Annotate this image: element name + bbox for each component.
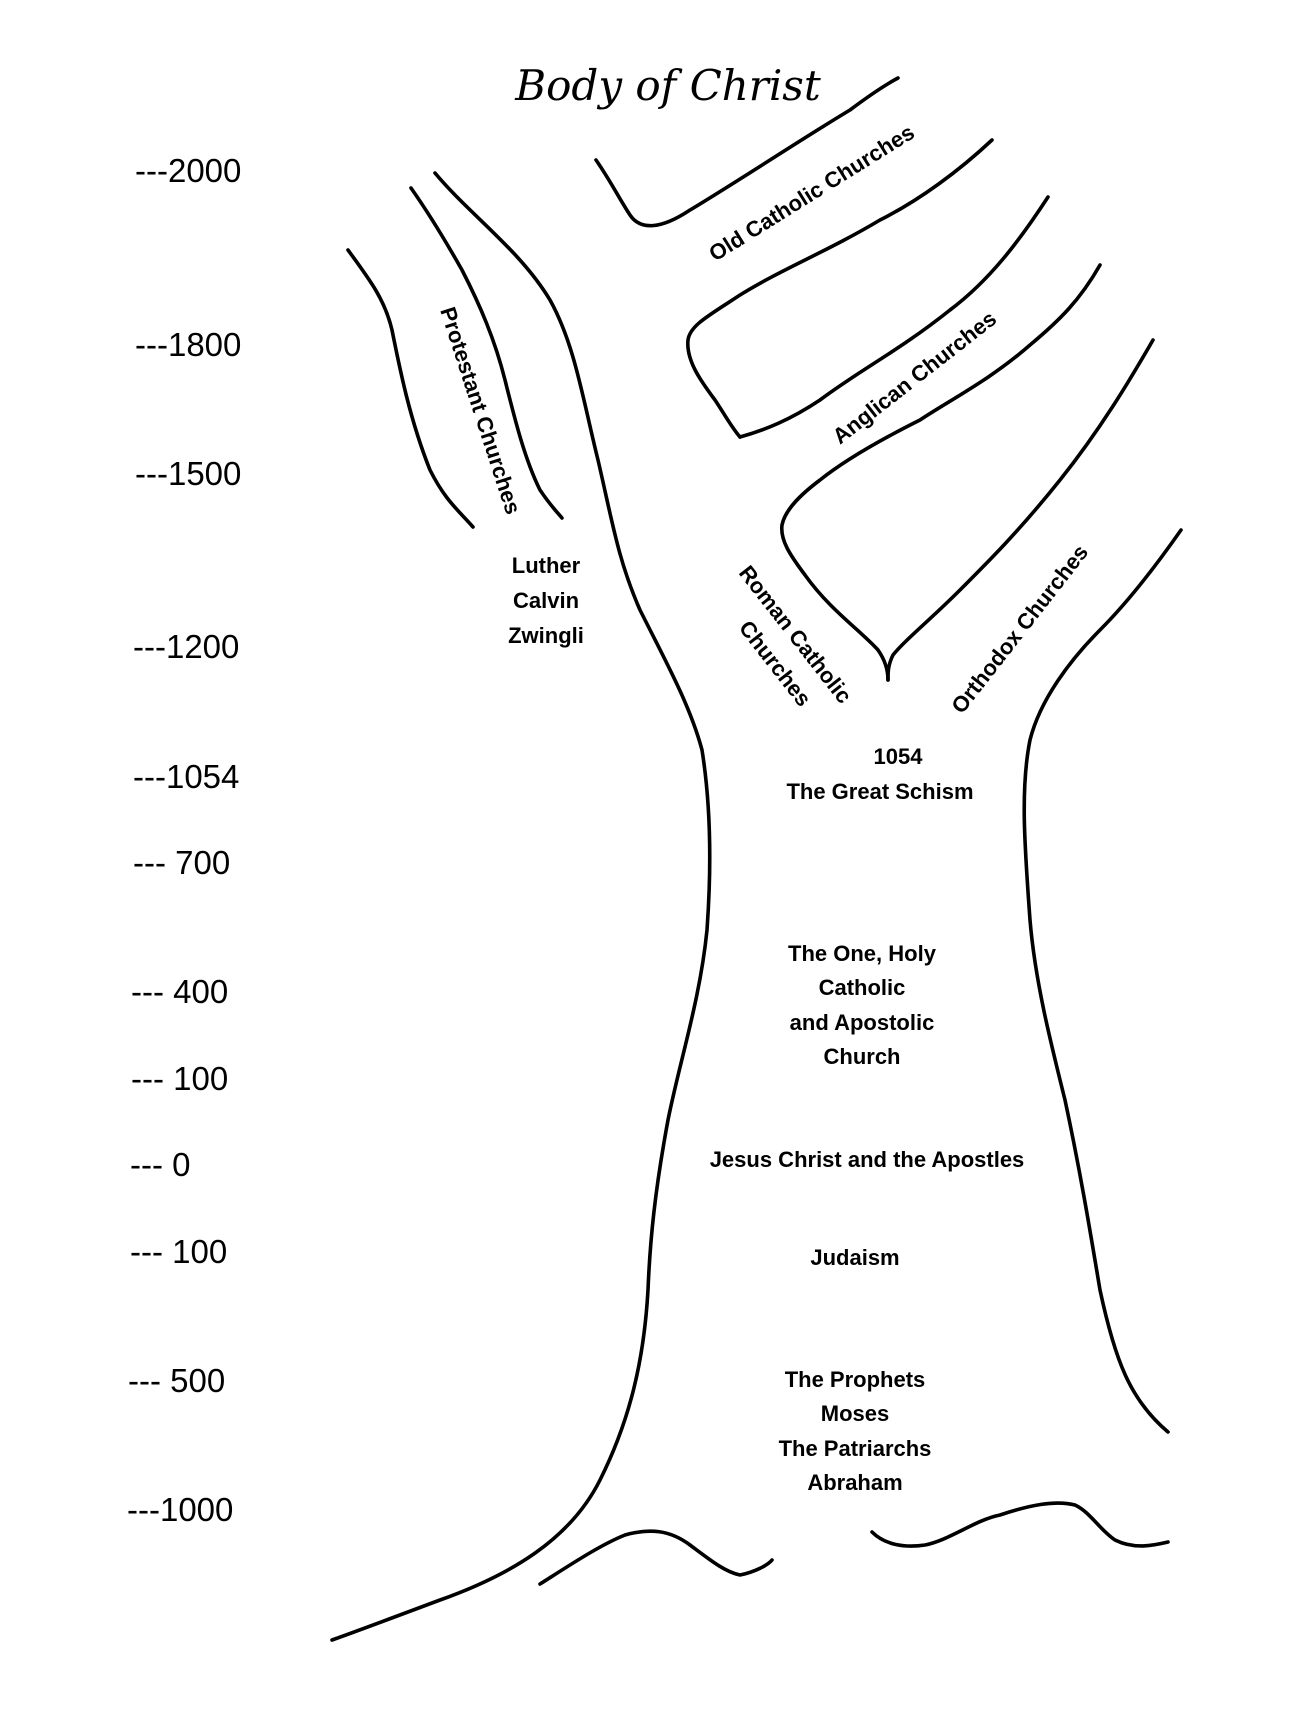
root-patriarchs: The Patriarchs [779,1436,932,1461]
reformer-calvin: Calvin [513,588,579,613]
old-catholic-band-top [594,76,900,228]
reformer-zwingli: Zwingli [508,623,584,648]
timeline-label: ---2000 [135,152,241,189]
trunk-left-edge [330,171,712,1642]
anglican-band-lower [738,195,1050,439]
diagram-title: Body of Christ [514,61,821,110]
timeline-label: --- 0 [130,1146,191,1183]
root-abraham: Abraham [807,1470,902,1495]
timeline-label: ---1500 [135,455,241,492]
trunk-right-edge [1022,528,1183,1434]
timeline-label: --- 400 [131,973,228,1010]
label-judaism: Judaism [810,1245,899,1270]
timeline-label: ---1054 [133,758,239,795]
root-right [870,1501,1170,1548]
timeline-label: ---1000 [127,1491,233,1528]
schism-year: 1054 [874,744,924,769]
roots-label: The Prophets Moses The Patriarchs Abraha… [779,1367,932,1495]
reformer-luther: Luther [512,553,581,578]
label-orthodox-churches: Orthodox Churches [946,540,1093,718]
timeline-label: --- 100 [131,1060,228,1097]
root-moses: Moses [821,1401,889,1426]
schism-title: The Great Schism [786,779,973,804]
timeline-label: --- 700 [133,844,230,881]
anglican-roman-band [779,263,1102,682]
reformers-list: Luther Calvin Zwingli [508,553,584,648]
timeline-axis: ---2000 ---1800 ---1500 ---1200 ---1054 --- 7… [127,152,241,1528]
orthodox-band-inner [886,338,1155,682]
one-church-line4: Church [824,1044,901,1069]
label-jesus-apostles: Jesus Christ and the Apostles [710,1147,1025,1172]
timeline-label: --- 500 [128,1362,225,1399]
tree-outline [330,76,1183,1642]
one-church-line3: and Apostolic [790,1010,935,1035]
protestant-band-outer [346,248,475,529]
one-church-label: The One, Holy Catholic and Apostolic Chu… [788,941,937,1069]
root-prophets: The Prophets [785,1367,926,1392]
protestant-band-inner [409,186,564,520]
timeline-label: ---1200 [133,628,239,665]
one-church-line2: Catholic [819,975,906,1000]
label-old-catholic-churches: Old Catholic Churches [704,119,918,266]
old-catholic-band-lower [686,138,994,439]
one-church-line1: The One, Holy [788,941,937,966]
timeline-label: --- 100 [130,1233,227,1270]
root-left [538,1529,774,1586]
timeline-label: ---1800 [135,326,241,363]
